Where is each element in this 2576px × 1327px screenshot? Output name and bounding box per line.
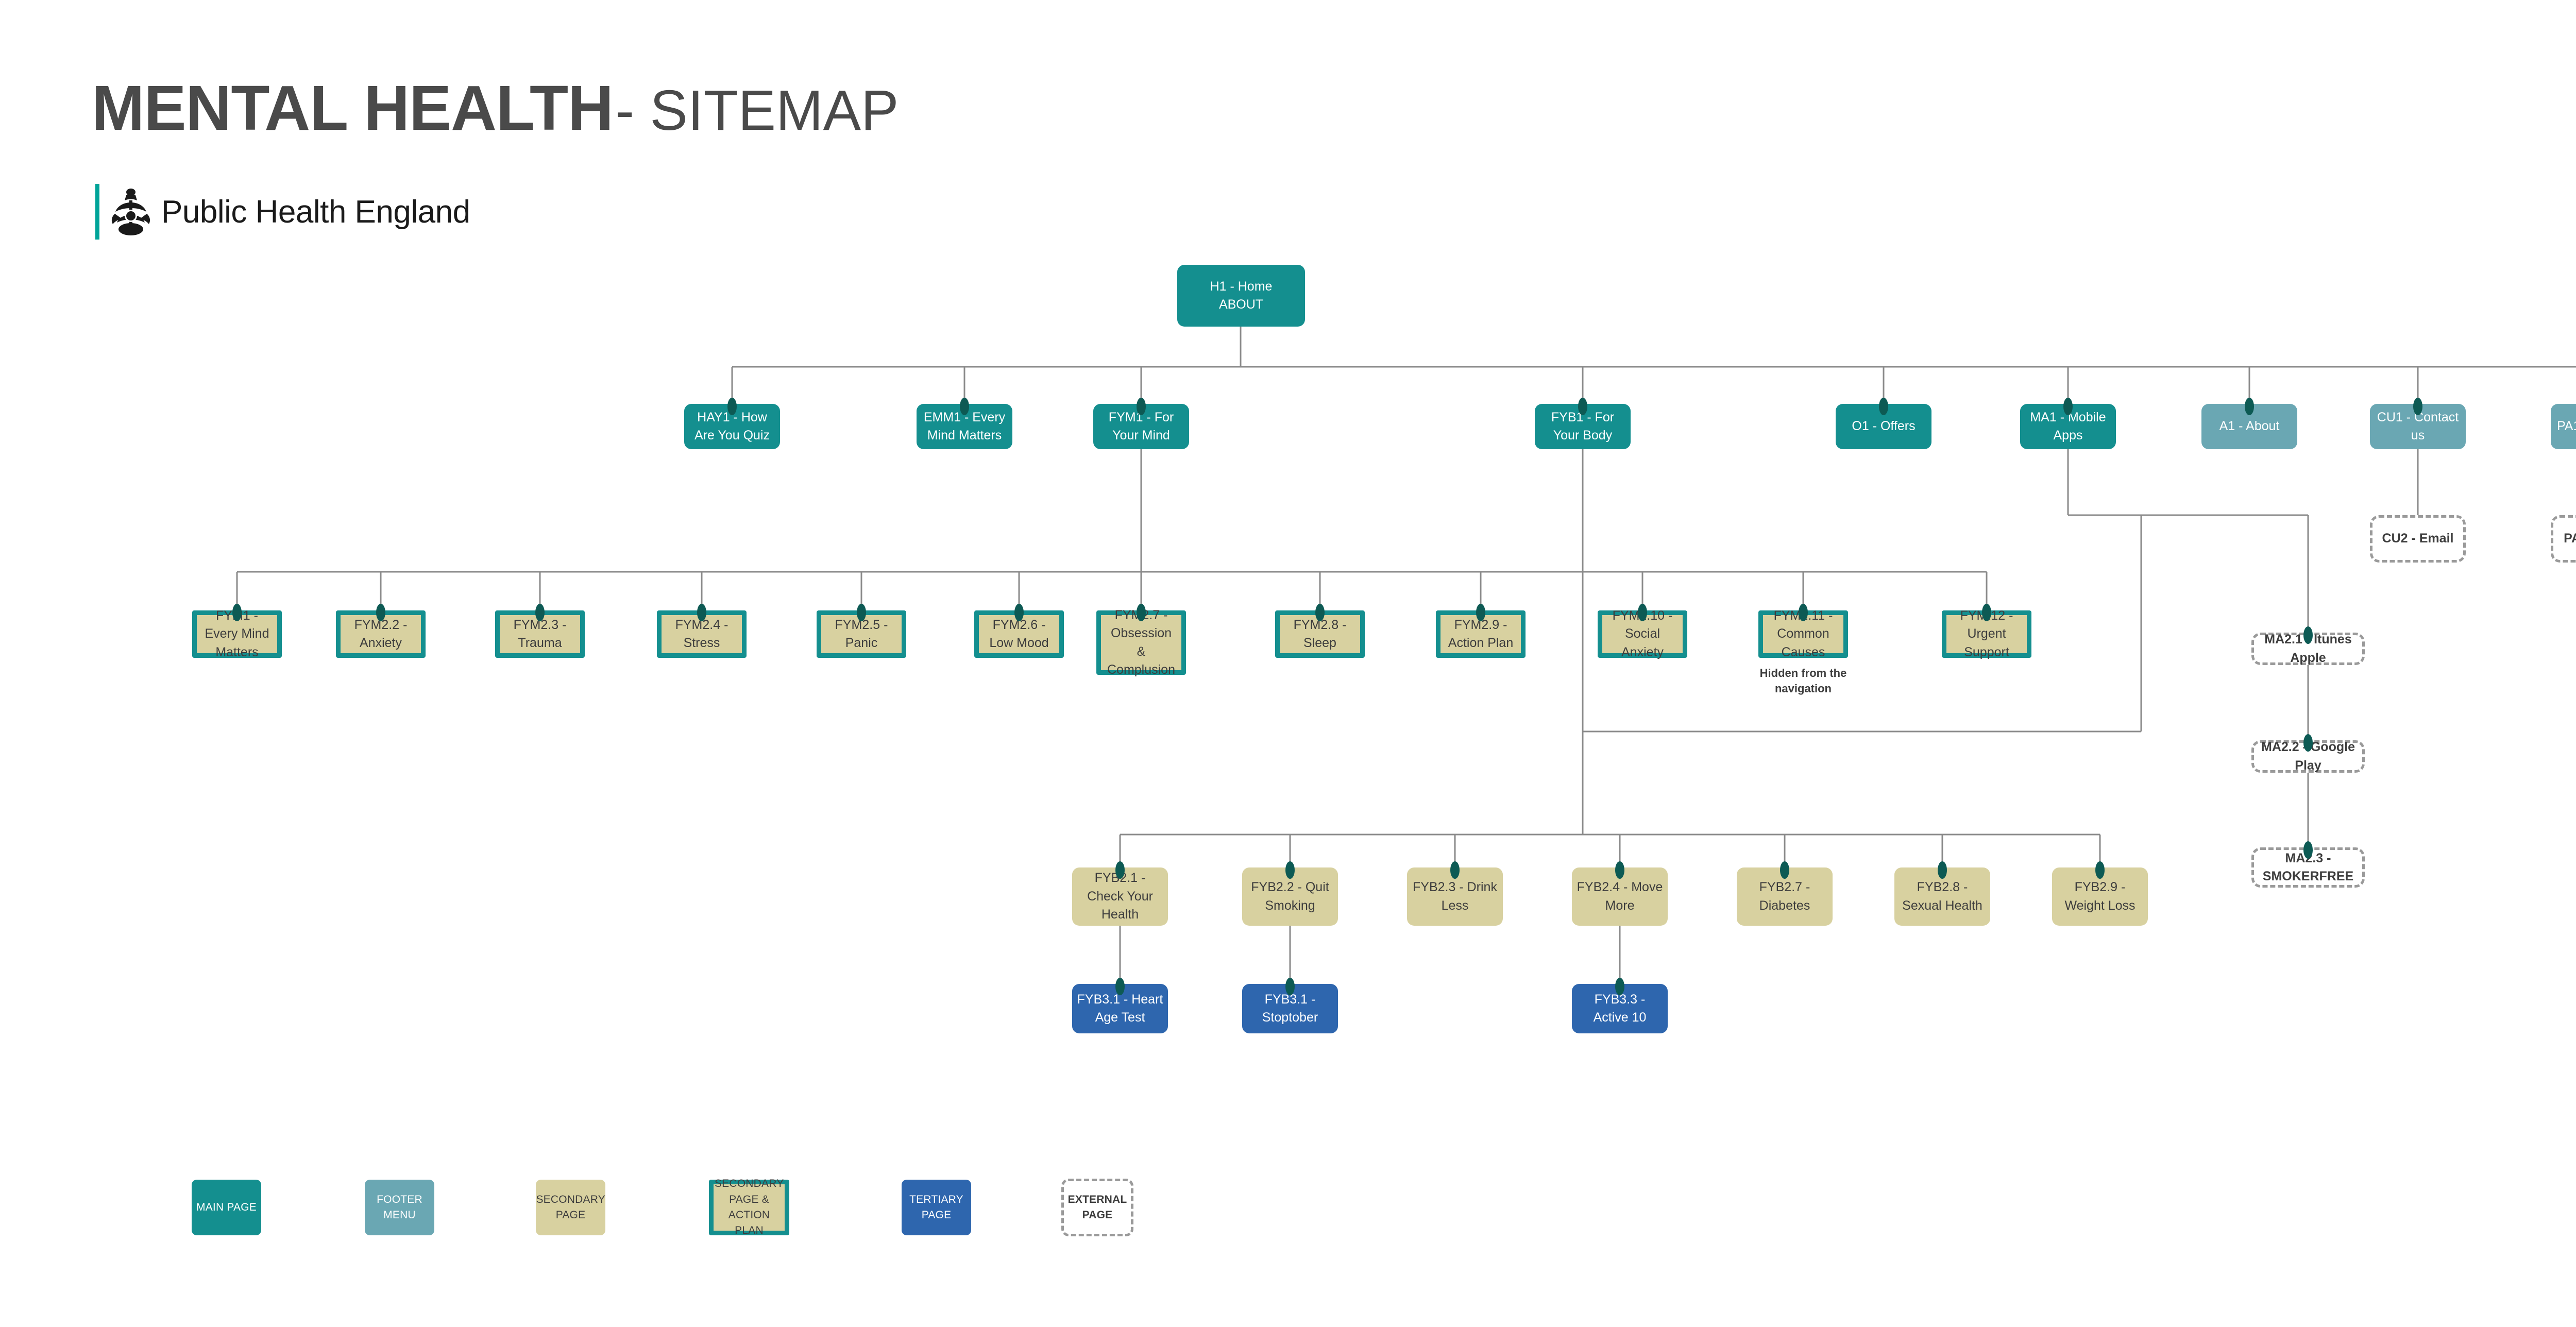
node-pa2-email[interactable]: PA2 - Email [2551,515,2576,563]
legend-item-secondary-page-action-plan: SECONDARY PAGE & ACTION PLAN [709,1178,789,1236]
legend-label: MAIN PAGE [196,1201,257,1213]
node-fym2-11-common-causes[interactable]: FYM2.11 - Common Causes [1758,608,1848,659]
node-label: CU1 - Contact us [2377,410,2459,443]
node-home[interactable]: H1 - Home ABOUT [1177,265,1305,327]
node-label: A1 - About [2219,419,2280,434]
node-fym1-for-your-mind[interactable]: FYM1 - For Your Mind [1093,404,1189,449]
node-ma2-2-google-play[interactable]: MA2.2 - Google Play [2251,740,2365,773]
node-label: FYB2.2 - Quit Smoking [1251,880,1329,913]
node-label: FYB3.3 - Active 10 [1593,992,1647,1025]
node-fyb1-for-your-body[interactable]: FYB1 - For Your Body [1535,404,1631,449]
node-fym2-6-low-mood[interactable]: FYM2.6 - Low Mood [974,610,1064,658]
node-label: PA1 - Partners [2556,419,2576,434]
node-fym2-12-urgent-support[interactable]: FYM.12 - Urgent Support [1942,608,2031,659]
node-cu2-email[interactable]: CU2 - Email [2370,515,2466,563]
node-ma2-1-itunes-apple[interactable]: MA2.1 - Itunes Apple [2251,632,2365,665]
node-label: FYM2.10 - Social Anxiety [1612,608,1673,659]
node-fyb2-9-weight-loss[interactable]: FYB2.9 - Weight Loss [2052,867,2148,926]
node-fym2-7-obsession-compulsion[interactable]: FYM2.7 - Obsession & Complusion [1096,608,1186,677]
node-fyb2-1-check-your-health[interactable]: FYB2.1 - Check Your Health [1072,867,1168,926]
node-label: FYB2.1 - Check Your Health [1087,871,1153,922]
page-title-light: - SITEMAP [615,79,899,142]
legend-item-external-page: EXTERNAL PAGE [1061,1179,1133,1236]
page-title: MENTAL HEALTH - SITEMAP [92,72,899,145]
node-label: FYM2.3 - Trauma [513,617,567,651]
legend-label: EXTERNAL PAGE [1067,1193,1127,1221]
hidden-from-navigation-note: Hidden from the navigation [1759,667,1847,695]
node-label: MA2.3 - SMOKERFREE [2262,850,2354,884]
public-health-england-logo: Public Health England [95,183,470,241]
node-label: FYB3.1 - Heart Age Test [1077,992,1163,1025]
node-label: MA2.2 - Google Play [2261,740,2355,773]
node-o1-offers[interactable]: O1 - Offers [1836,404,1931,449]
node-pa1-partners[interactable]: PA1 - Partners [2551,404,2576,449]
node-fym2-10-social-anxiety[interactable]: FYM2.10 - Social Anxiety [1598,608,1687,659]
node-a1-about[interactable]: A1 - About [2201,404,2297,449]
legend-label: FOOTER MENU [377,1193,422,1221]
legend-item-main-page: MAIN PAGE [192,1180,261,1235]
node-label: EMM1 - Every Mind Matters [923,410,1006,443]
node-label: CU2 - Email [2382,531,2454,546]
node-fym2-8-sleep[interactable]: FYM2.8 - Sleep [1275,610,1365,658]
legend-label: SECONDARY PAGE [536,1193,605,1221]
node-fyb2-8-sexual-health[interactable]: FYB2.8 - Sexual Health [1894,867,1990,926]
node-label: PA2 - Email [2564,531,2576,546]
node-emm1-every-mind-matters[interactable]: EMM1 - Every Mind Matters [917,404,1012,449]
node-label: FYM2.5 - Panic [835,617,888,651]
node-fyb2-7-diabetes[interactable]: FYB2.7 - Diabetes [1737,867,1833,926]
node-label: FYM2.2 - Anxiety [354,617,408,651]
node-fyb3-1-heart-age-test[interactable]: FYB3.1 - Heart Age Test [1072,984,1168,1033]
node-label: FYM.12 - Urgent Support [1960,608,2013,659]
royal-crest-icon [111,189,150,235]
node-fyb2-2-quit-smoking[interactable]: FYB2.2 - Quit Smoking [1242,867,1338,926]
node-fym1-every-mind-matters[interactable]: FYM1 - Every Mind Matters [192,608,282,659]
legend-item-footer-menu: FOOTER MENU [365,1180,434,1235]
node-ma2-3-smokerfree[interactable]: MA2.3 - SMOKERFREE [2251,847,2365,888]
node-label: FYB3.1 - Stoptober [1262,992,1318,1025]
node-hay1-how-are-you-quiz[interactable]: HAY1 - How Are You Quiz [684,404,780,449]
node-label: FYM1 - Every Mind Matters [205,608,269,659]
node-fyb2-3-drink-less[interactable]: FYB2.3 - Drink Less [1407,867,1503,926]
page-title-bold: MENTAL HEALTH [92,73,614,144]
legend-item-tertiary-page: TERTIARY PAGE [902,1180,971,1235]
node-label: FYM2.4 - Stress [675,617,728,651]
legend-label: SECONDARY PAGE & ACTION PLAN [714,1178,784,1237]
node-label: FYM2.8 - Sleep [1293,617,1347,651]
node-label: FYB2.3 - Drink Less [1413,880,1497,913]
node-fym2-5-panic[interactable]: FYM2.5 - Panic [817,610,906,658]
node-label: FYB2.8 - Sexual Health [1902,880,1982,913]
node-label: FYB2.7 - Diabetes [1759,880,1810,913]
legend-label: TERTIARY PAGE [909,1193,963,1221]
node-label: MA2.1 - Itunes Apple [2264,632,2352,665]
node-fyb3-1-stoptober[interactable]: FYB3.1 - Stoptober [1242,984,1338,1033]
organisation-name: Public Health England [161,194,470,230]
node-label: O1 - Offers [1852,419,1916,434]
logo-accent-bar [95,184,99,240]
node-label: FYB2.4 - Move More [1577,880,1663,913]
node-fym2-4-stress[interactable]: FYM2.4 - Stress [657,610,747,658]
node-cu1-contact-us[interactable]: CU1 - Contact us [2370,404,2466,449]
legend-item-secondary-page: SECONDARY PAGE [536,1180,605,1235]
node-fyb2-4-move-more[interactable]: FYB2.4 - Move More [1572,867,1668,926]
node-fym2-9-action-plan[interactable]: FYM2.9 - Action Plan [1436,610,1526,658]
node-label: FYM2.9 - Action Plan [1448,617,1514,651]
node-label: MA1 - Mobile Apps [2030,410,2106,443]
node-ma1-mobile-apps[interactable]: MA1 - Mobile Apps [2020,404,2116,449]
node-label: FYM1 - For Your Mind [1108,410,1174,443]
node-label: HAY1 - How Are You Quiz [694,410,770,443]
node-label: FYB1 - For Your Body [1551,410,1615,443]
node-label: FYM2.6 - Low Mood [989,617,1049,651]
node-label: FYM2.11 - Common Causes [1773,608,1833,659]
node-fym2-3-trauma[interactable]: FYM2.3 - Trauma [495,610,585,658]
node-label: FYM2.7 - Obsession & Complusion [1107,607,1175,677]
node-label: H1 - Home ABOUT [1210,279,1273,312]
node-fym2-2-anxiety[interactable]: FYM2.2 - Anxiety [336,610,426,658]
node-label: FYB2.9 - Weight Loss [2064,880,2136,913]
node-fyb3-3-active-10[interactable]: FYB3.3 - Active 10 [1572,984,1668,1033]
